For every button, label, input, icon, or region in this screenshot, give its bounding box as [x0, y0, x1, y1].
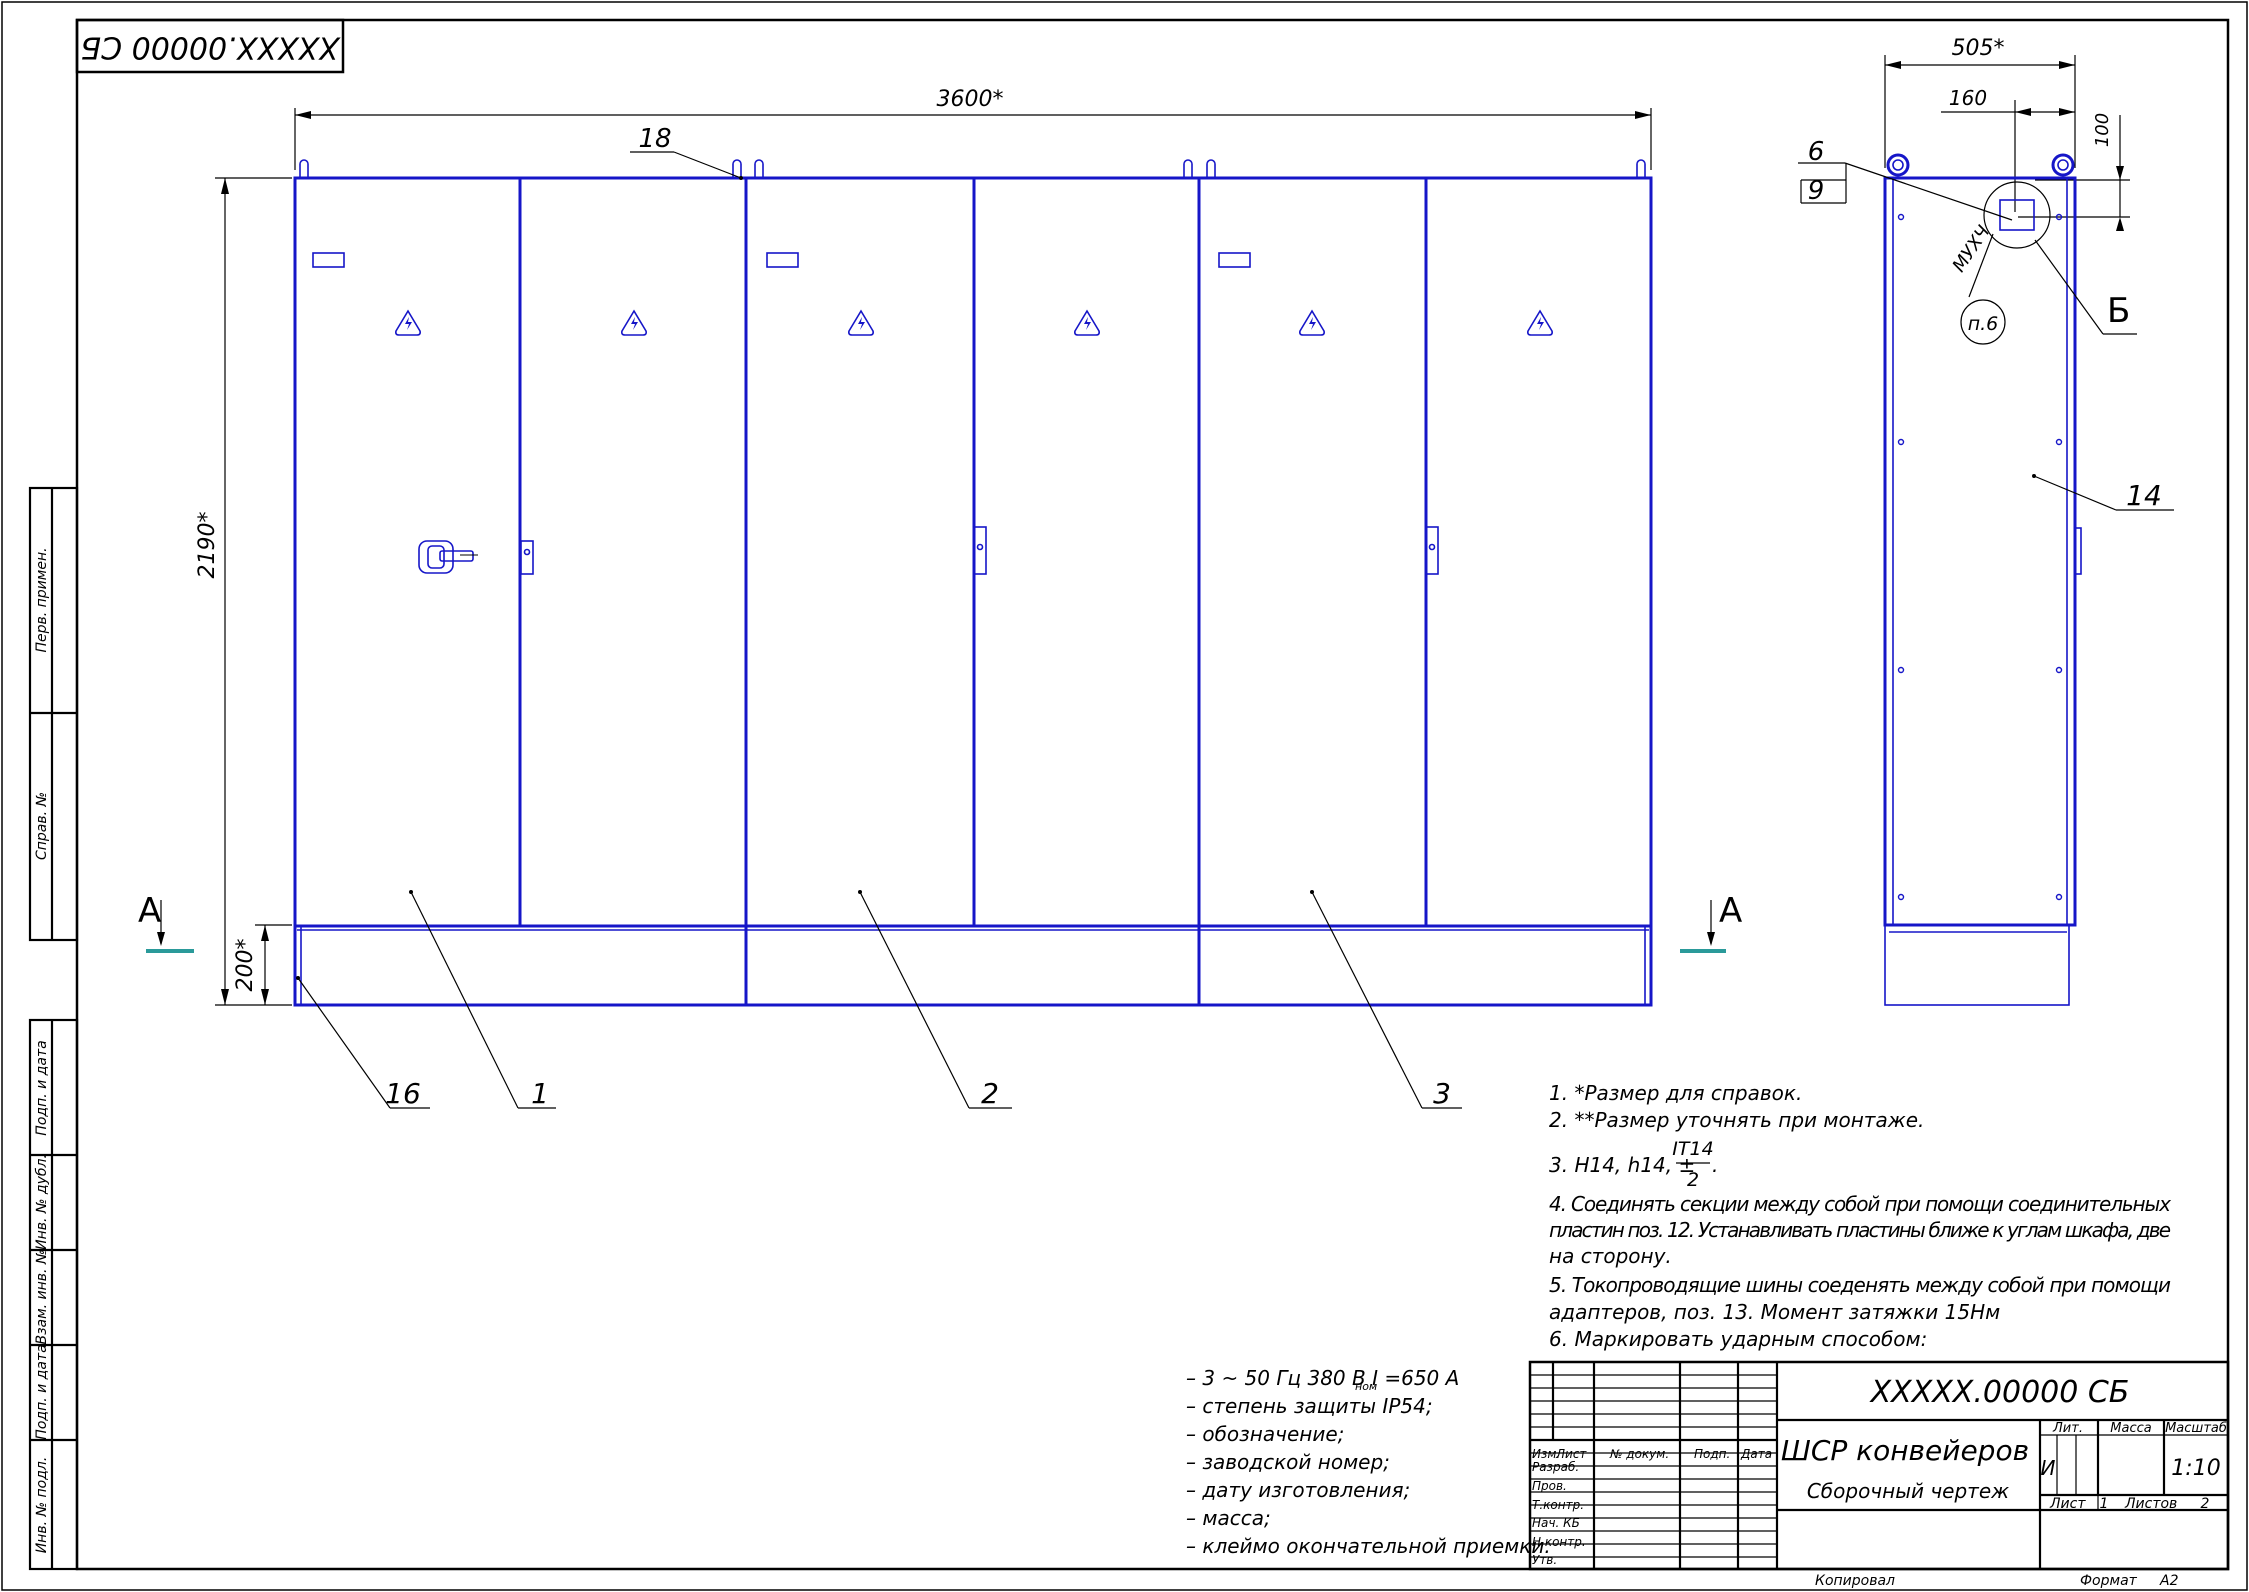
lifting-eyes — [299, 159, 1646, 178]
side-label-3: Инв. № дубл. — [34, 1154, 50, 1250]
col-izm: Изм. — [1532, 1447, 1560, 1461]
note-4c: на сторону. — [1549, 1244, 1672, 1268]
note-6: 6. Маркировать ударным способом: — [1549, 1327, 1927, 1351]
dim-side-offset: 160 — [1941, 86, 2075, 212]
dim-height: 2190* — [195, 177, 292, 1006]
note-3-numerator: IT14 — [1672, 1138, 1713, 1160]
top-stamp-code: XXXXX.00000 СБ — [81, 30, 342, 65]
title-code: XXXXX.00000 СБ — [1869, 1375, 2130, 1410]
side-label-6: Инв. № подл. — [34, 1457, 50, 1554]
sheets-value: 2 — [2201, 1496, 2210, 1512]
title-name: ШСР конвейеров — [1781, 1434, 2029, 1467]
side-label-4: Взам. инв. № — [34, 1249, 50, 1344]
note-3-denominator: 2 — [1687, 1169, 1699, 1191]
col-doc: № докум. — [1609, 1447, 1669, 1461]
role-1: Пров. — [1532, 1479, 1567, 1493]
litera-value: И — [2041, 1456, 2056, 1480]
role-4: Н.контр. — [1532, 1535, 1586, 1549]
scale-value: 1:10 — [2171, 1456, 2220, 1481]
side-label-2: Подп. и дата — [34, 1040, 50, 1135]
note-5b: адаптеров, поз. 13. Момент затяжки 15Нм — [1549, 1300, 2000, 1324]
front-view: 3600* 2190* 200* — [138, 87, 1742, 1110]
sheets-label: Листов — [2124, 1496, 2177, 1512]
dim-total-width: 3600* — [294, 87, 1652, 170]
note-4a: 4. Соединять секции между собой при помо… — [1549, 1192, 2171, 1216]
sheet-label: Лист — [2049, 1496, 2086, 1512]
dim-side-depth: 505* — [1884, 36, 2076, 168]
col-sign: Подп. — [1694, 1447, 1730, 1461]
note-5a: 5. Токопроводящие шины соеденять между с… — [1549, 1273, 2171, 1297]
dim-side-depth-label: 505* — [1952, 36, 2005, 61]
hazard-signs — [395, 309, 1553, 336]
role-3: Нач. КБ — [1532, 1516, 1580, 1530]
marking-item-6: – клеймо окончательной приемки. — [1186, 1534, 1551, 1558]
format-value: А2 — [2159, 1573, 2179, 1589]
callout-1: 1 — [531, 1077, 549, 1110]
switch-handle — [418, 540, 478, 574]
dim-side-top: 100 — [2018, 113, 2130, 231]
callout-9: 9 — [1808, 176, 1825, 206]
note-3-dot: . — [1712, 1153, 1718, 1177]
format-label: Формат — [2080, 1573, 2138, 1589]
side-label-5: Подп. и дата — [34, 1344, 50, 1439]
side-label-0: Перв. примен. — [34, 547, 50, 652]
sheet-value: 1 — [2100, 1496, 2109, 1512]
note-1: 1. *Размер для справок. — [1549, 1081, 1802, 1105]
dim-side-top-label: 100 — [2092, 113, 2113, 147]
callout-6: 6 — [1808, 137, 1825, 167]
callout-3: 3 — [1433, 1077, 1451, 1110]
callout-2: 2 — [981, 1077, 999, 1110]
section-marker-left: А — [138, 891, 194, 953]
callout-14: 14 — [2126, 479, 2162, 512]
section-label-left: А — [138, 891, 161, 931]
technical-notes: 1. *Размер для справок. 2. **Размер уточ… — [1549, 1081, 2171, 1351]
marking-item-4: – дату изготовления; — [1186, 1478, 1410, 1502]
lit-header: Лит. — [2052, 1421, 2083, 1436]
marking-list: – 3 ~ 50 Гц 380 В I =650 А ном – степень… — [1186, 1366, 1551, 1558]
mass-header: Масса — [2110, 1421, 2151, 1436]
role-0: Разраб. — [1532, 1460, 1579, 1474]
dim-side-offset-label: 160 — [1949, 86, 1987, 110]
note-4b: пластин поз. 12. Устанавливать пластины … — [1549, 1218, 2171, 1242]
view-letter: Б — [2107, 291, 2130, 331]
section-marker-right: А — [1680, 891, 1742, 953]
door-locks — [520, 526, 1439, 575]
section-label-right: А — [1719, 891, 1742, 931]
scale-header: Масштаб — [2165, 1421, 2227, 1436]
dim-height-label: 2190* — [195, 512, 220, 579]
marking-item-2: – обозначение; — [1186, 1422, 1344, 1446]
dim-base: 200* — [233, 924, 292, 1005]
side-view: 505* 160 100 — [1798, 36, 2174, 1006]
copied-label: Копировал — [1815, 1573, 1895, 1589]
marking-item-0: – 3 ~ 50 Гц 380 В I =650 А — [1186, 1366, 1459, 1390]
callout-16: 16 — [385, 1077, 421, 1110]
role-5: Утв. — [1532, 1553, 1557, 1567]
dim-base-label: 200* — [233, 939, 258, 992]
callout-18: 18 — [638, 124, 671, 154]
dim-total-width-label: 3600* — [937, 87, 1004, 112]
note-2: 2. **Размер уточнять при монтаже. — [1549, 1108, 1924, 1132]
side-cabinet — [1883, 153, 2082, 1006]
col-date: Дата — [1740, 1447, 1772, 1461]
top-stamp: XXXXX.00000 СБ — [75, 18, 345, 74]
side-stamp: Перв. примен. Справ. № Подп. и дата Инв.… — [28, 486, 79, 1571]
title-block: Изм. Лист № докум. Подп. Дата Разраб. Пр… — [1528, 1360, 2230, 1589]
marking-item-3: – заводской номер; — [1186, 1450, 1390, 1474]
marking-subscript: ном — [1355, 1380, 1377, 1393]
marking-item-5: – масса; — [1186, 1506, 1271, 1530]
front-leaders: 18 16 1 2 3 — [296, 124, 1462, 1110]
note-3-prefix: 3. H14, h14, ± — [1549, 1153, 1695, 1177]
label-plates — [312, 252, 1251, 268]
col-list: Лист — [1555, 1447, 1587, 1461]
title-doctype: Сборочный чертеж — [1807, 1479, 2009, 1503]
side-leaders: 6 9 Б МУХЧ п.6 14 — [1798, 137, 2174, 512]
marking-item-1: – степень защиты IP54; — [1186, 1394, 1433, 1418]
cabinet-body — [293, 176, 1653, 1007]
note-ref: п.6 — [1968, 313, 1999, 335]
role-2: Т.контр. — [1532, 1498, 1584, 1512]
side-label-1: Справ. № — [34, 792, 50, 860]
